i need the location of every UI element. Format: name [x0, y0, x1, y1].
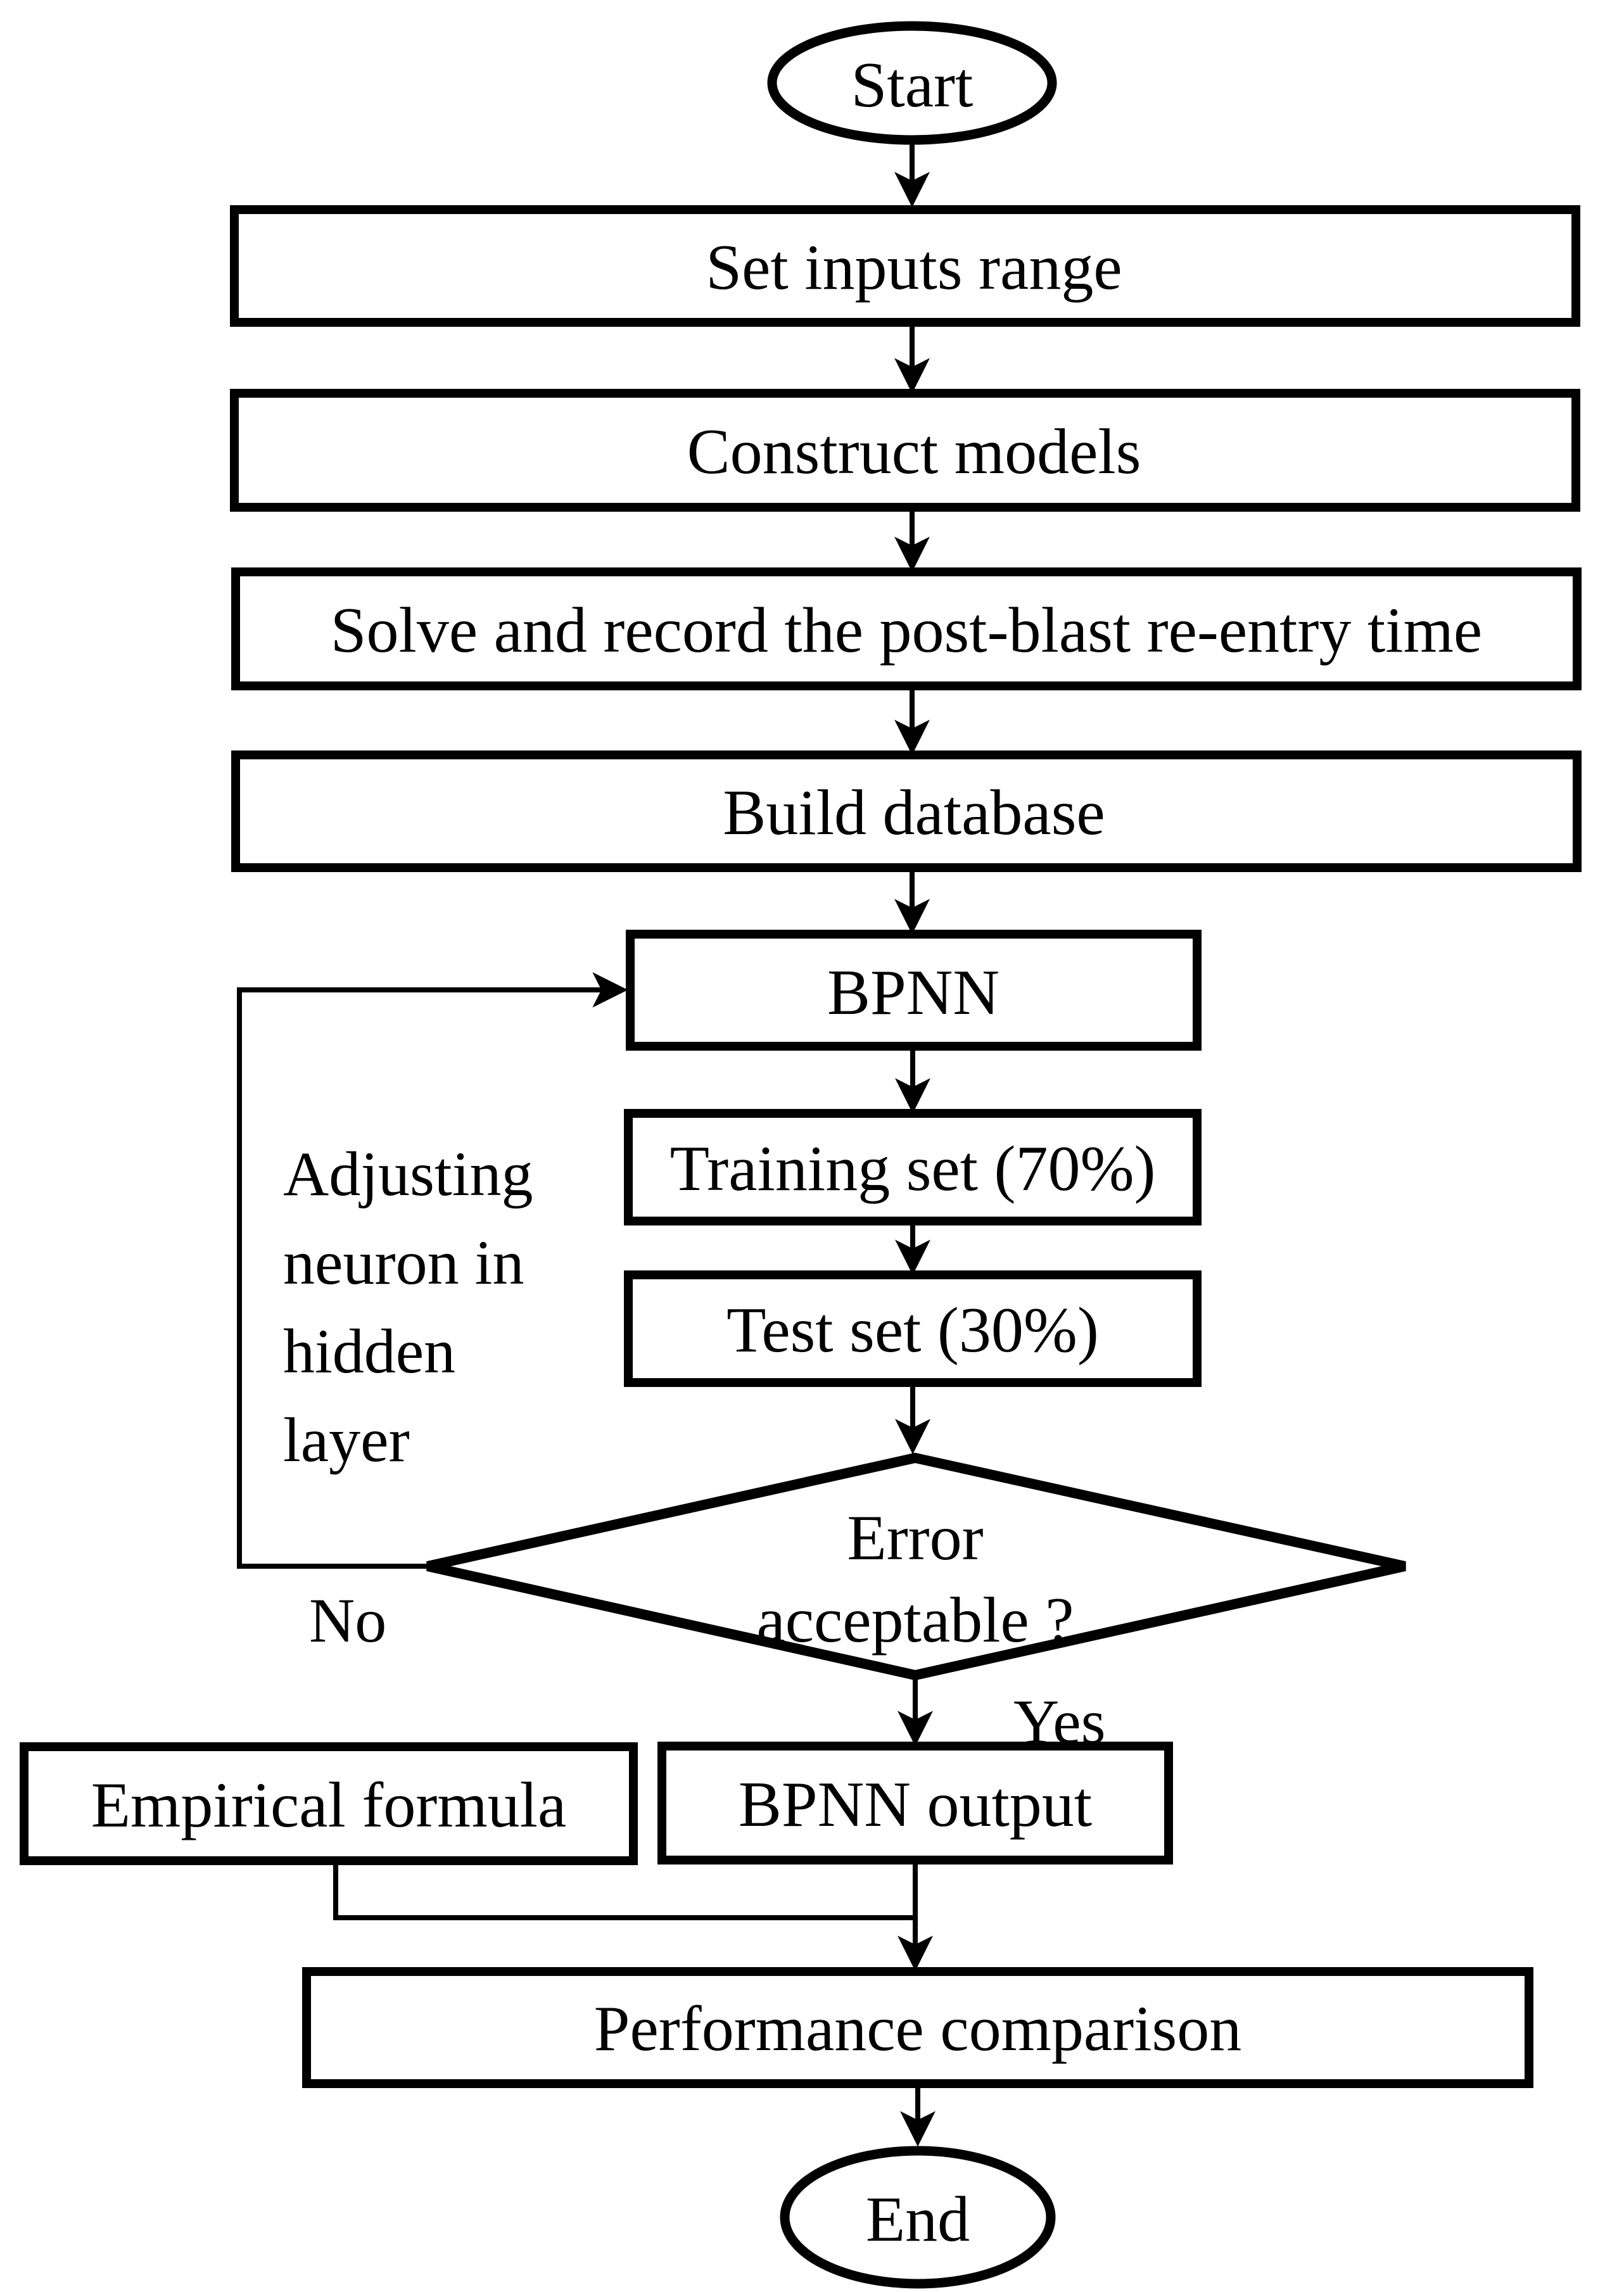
bpnn-output-label: BPNN output: [739, 1769, 1092, 1840]
performance-comparison-label: Performance comparison: [594, 1993, 1241, 2065]
construct-models-label: Construct models: [687, 416, 1141, 488]
process-box-training-set: [624, 1109, 1202, 1225]
process-box-test-set: [624, 1270, 1202, 1387]
loop-note-line3: hidden: [283, 1316, 455, 1386]
bpnn-label: BPNN: [827, 957, 999, 1029]
no-branch-label: No: [309, 1585, 386, 1656]
yes-branch-label: Yes: [1013, 1687, 1106, 1757]
start-terminator: [767, 21, 1057, 145]
connector-empirical-to-junction: [333, 1862, 915, 1920]
end-label: End: [866, 2184, 970, 2255]
process-box-empirical-formula: [20, 1742, 638, 1865]
process-box-build-database: [231, 750, 1582, 872]
solve-record-label: Solve and record the post-blast re-entry…: [331, 595, 1482, 666]
start-label: Start: [851, 49, 974, 121]
decision-label-line1: Error: [847, 1502, 983, 1574]
decision-diamond-error-acceptable: [426, 1452, 1406, 1681]
loop-note-line1: Adjusting: [283, 1139, 533, 1209]
process-box-bpnn-output: [657, 1742, 1173, 1865]
training-set-label: Training set (70%): [670, 1133, 1156, 1205]
empirical-formula-label: Empirical formula: [91, 1770, 567, 1841]
loop-note-line2: neuron in: [283, 1227, 524, 1298]
decision-label-line2: acceptable ?: [756, 1585, 1074, 1656]
process-box-solve-record: [231, 567, 1582, 690]
end-terminator: [780, 2146, 1056, 2289]
test-set-label: Test set (30%): [726, 1295, 1099, 1366]
build-database-label: Build database: [723, 777, 1105, 849]
set-inputs-range-label: Set inputs range: [706, 232, 1122, 303]
process-box-performance-comparison: [302, 1967, 1533, 2088]
feedback-loop-no-to-bpnn: [237, 972, 628, 1569]
loop-note-line4: layer: [283, 1405, 410, 1475]
process-box-set-inputs-range: [230, 205, 1580, 327]
